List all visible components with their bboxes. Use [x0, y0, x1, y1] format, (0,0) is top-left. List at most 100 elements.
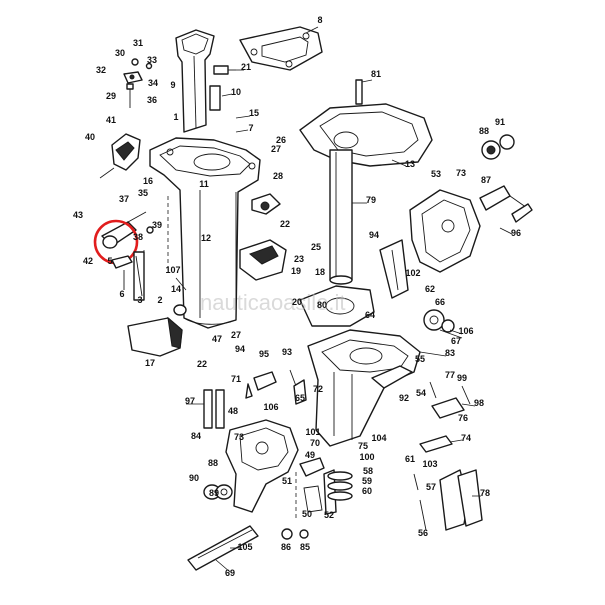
callout-81: 81: [371, 69, 381, 79]
part-steering-arm: [299, 79, 433, 167]
callout-35: 35: [138, 188, 148, 198]
callout-91: 91: [495, 117, 505, 127]
callout-27: 27: [231, 330, 241, 340]
part-stern-bracket-left: [225, 419, 299, 513]
callout-97: 97: [185, 396, 195, 406]
callout-103: 103: [422, 459, 437, 469]
callout-72: 72: [313, 384, 323, 394]
callout-75: 75: [358, 441, 368, 451]
callout-15: 15: [249, 108, 259, 118]
callout-102: 102: [405, 268, 420, 278]
callout-25: 25: [311, 242, 321, 252]
callout-16: 16: [143, 176, 153, 186]
callout-52: 52: [324, 510, 334, 520]
callout-10: 10: [231, 87, 241, 97]
callout-61: 61: [405, 454, 415, 464]
callout-55: 55: [415, 354, 425, 364]
callout-34: 34: [148, 78, 158, 88]
callout-37: 37: [119, 194, 129, 204]
callout-7: 7: [248, 123, 253, 133]
part-small-hardware: [123, 58, 153, 108]
callout-19: 19: [291, 266, 301, 276]
callout-62: 62: [425, 284, 435, 294]
callout-41: 41: [106, 115, 116, 125]
callout-73: 73: [456, 168, 466, 178]
part-bracket-41: [99, 133, 141, 179]
callout-71: 71: [231, 374, 241, 384]
callout-105: 105: [237, 542, 252, 552]
callout-22: 22: [280, 219, 290, 229]
part-right-linkages: [419, 381, 471, 453]
callout-6: 6: [119, 289, 124, 299]
callout-17: 17: [145, 358, 155, 368]
callout-85: 85: [300, 542, 310, 552]
part-right-fittings: [479, 134, 533, 223]
callout-65: 65: [295, 393, 305, 403]
callout-94: 94: [369, 230, 379, 240]
callout-23: 23: [294, 254, 304, 264]
callout-95: 95: [259, 349, 269, 359]
callout-88: 88: [208, 458, 218, 468]
callout-53: 53: [431, 169, 441, 179]
callout-77: 77: [445, 370, 455, 380]
callout-26: 26: [276, 135, 286, 145]
part-lower-cover: [127, 316, 183, 357]
callout-73: 73: [234, 432, 244, 442]
callout-54: 54: [416, 388, 426, 398]
callout-12: 12: [201, 233, 211, 243]
callout-9: 9: [170, 80, 175, 90]
callout-88: 88: [479, 126, 489, 136]
part-gasket-plate: [239, 26, 323, 71]
part-swivel-shaft: [329, 149, 353, 285]
part-ring-stack: [327, 471, 353, 501]
part-clamp-bracket: [307, 329, 421, 447]
callout-33: 33: [147, 55, 157, 65]
callout-21: 21: [241, 62, 251, 72]
callout-42: 42: [83, 256, 93, 266]
callout-89: 89: [209, 488, 219, 498]
callout-64: 64: [365, 310, 375, 320]
callout-100: 100: [359, 452, 374, 462]
part-linkage-rod: [203, 389, 225, 429]
callout-94: 94: [235, 344, 245, 354]
part-coil-28: [239, 193, 287, 281]
part-tilt-tube: [187, 525, 259, 571]
callout-90: 90: [189, 473, 199, 483]
callout-69: 69: [225, 568, 235, 578]
part-rounds-107: [173, 277, 187, 316]
callout-106: 106: [458, 326, 473, 336]
callout-48: 48: [228, 406, 238, 416]
callout-43: 43: [73, 210, 83, 220]
callout-50: 50: [302, 509, 312, 519]
callout-38: 38: [133, 232, 143, 242]
callout-1: 1: [173, 112, 178, 122]
leader-lines: [186, 26, 513, 573]
callout-11: 11: [199, 179, 209, 189]
part-washers: [281, 528, 309, 540]
part-exhaust-housing: [149, 137, 261, 329]
callout-18: 18: [315, 267, 325, 277]
callout-93: 93: [282, 347, 292, 357]
callout-67: 67: [451, 336, 461, 346]
callout-51: 51: [282, 476, 292, 486]
part-lower-right-bracket: [419, 469, 483, 531]
part-exhaust-tube: [175, 29, 215, 133]
callout-36: 36: [147, 95, 157, 105]
callout-5: 5: [107, 256, 112, 266]
part-pin-103: [413, 473, 419, 491]
callout-80: 80: [317, 300, 327, 310]
callout-30: 30: [115, 48, 125, 58]
callout-3: 3: [137, 295, 142, 305]
callout-31: 31: [133, 38, 143, 48]
callout-92: 92: [399, 393, 409, 403]
part-mid-fittings: [423, 309, 463, 339]
callout-59: 59: [362, 476, 372, 486]
callout-98: 98: [474, 398, 484, 408]
callout-104: 104: [371, 433, 386, 443]
callout-20: 20: [292, 297, 302, 307]
callout-58: 58: [363, 466, 373, 476]
callout-8: 8: [317, 15, 322, 25]
callout-14: 14: [171, 284, 181, 294]
